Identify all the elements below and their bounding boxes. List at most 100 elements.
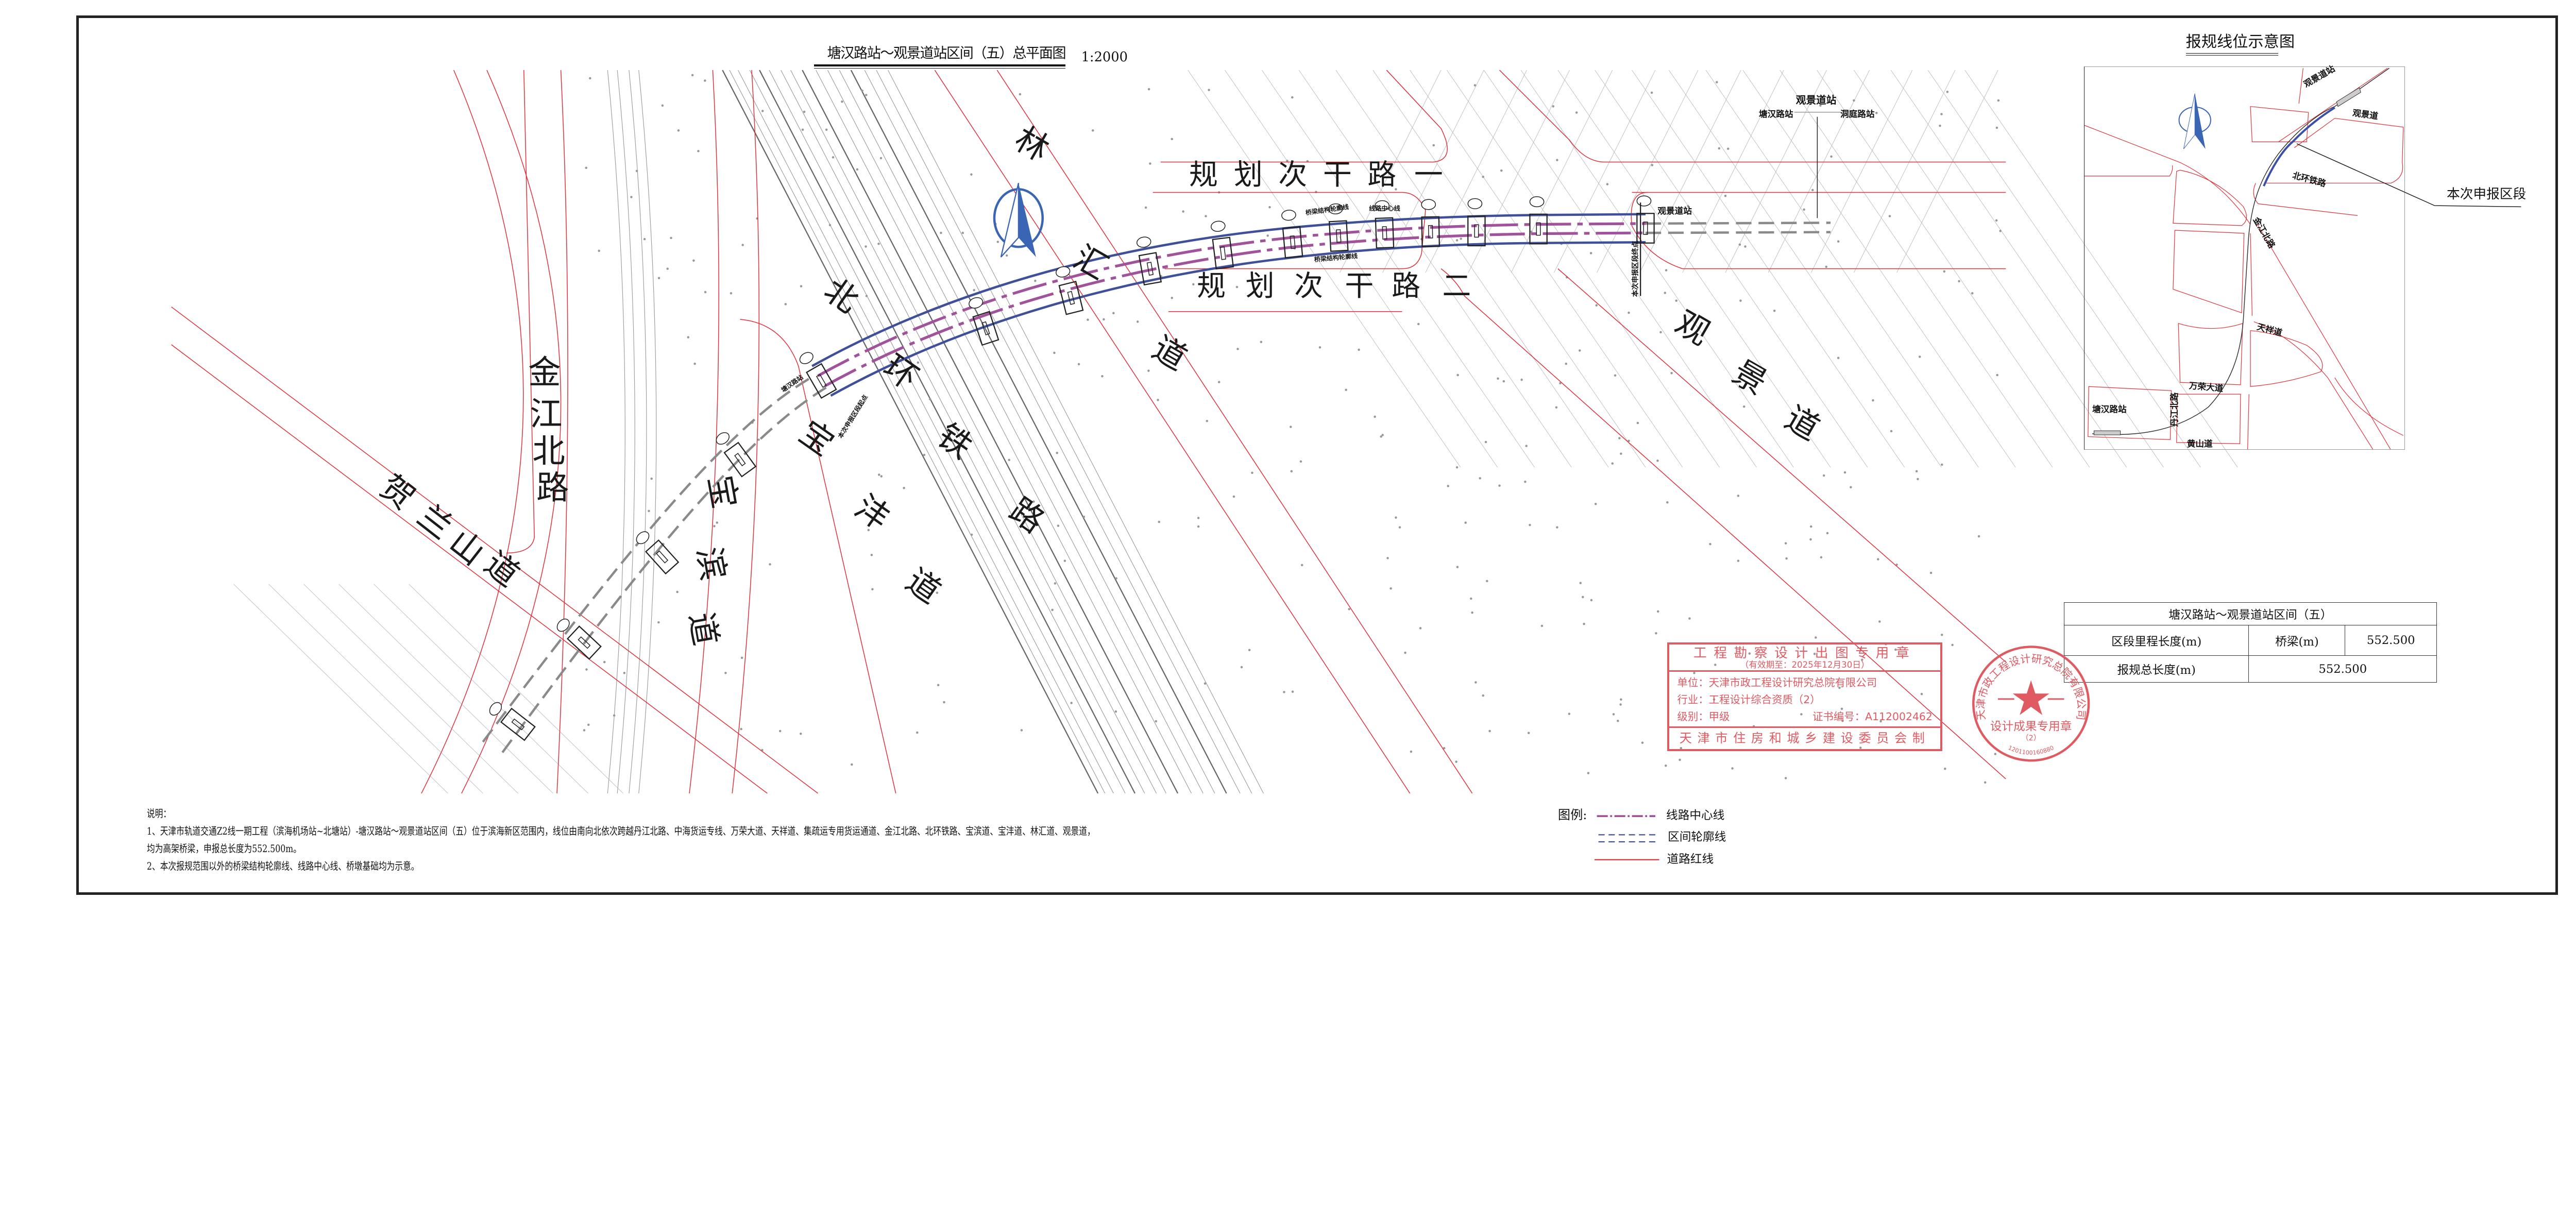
red-line-baobin-1 xyxy=(689,70,719,794)
parcel-line xyxy=(1335,70,1609,468)
tree-mark xyxy=(1575,111,1578,114)
tree-mark xyxy=(650,477,653,480)
parcel-line xyxy=(268,584,483,794)
pier-cap xyxy=(1636,213,1655,244)
tree-mark xyxy=(1552,105,1555,108)
tree-mark xyxy=(1594,502,1597,505)
tree-mark xyxy=(1374,415,1376,418)
tree-mark xyxy=(879,157,883,160)
inset-road xyxy=(2258,225,2391,450)
road-label-char: 划 xyxy=(1245,269,1275,303)
tree-mark xyxy=(1524,480,1527,483)
seal-cert: 证书编号：A112002462 xyxy=(1812,710,1933,723)
tree-mark xyxy=(1825,265,1828,268)
parcel-line xyxy=(1964,70,2238,468)
railway-line xyxy=(888,70,1264,794)
table-cell-value: 552.500 xyxy=(2248,655,2437,683)
tree-mark xyxy=(1619,703,1622,706)
inset-label: 丹江北路 xyxy=(2169,393,2179,427)
outside-track-west-b xyxy=(501,385,829,753)
station-label-guanjing: 观景道站 xyxy=(1795,94,1837,107)
tree-mark xyxy=(657,621,660,624)
station-label-tanghan: 塘汉路站 xyxy=(1758,109,1793,120)
tree-mark xyxy=(1475,681,1477,684)
bridge-pier xyxy=(1636,195,1655,244)
table-cell-type: 桥梁(m) xyxy=(2248,625,2346,656)
tree-mark xyxy=(1664,292,1667,294)
tree-mark xyxy=(996,241,999,243)
tree-mark xyxy=(1473,84,1477,87)
tree-mark xyxy=(1737,495,1740,497)
pier-number-tag xyxy=(969,297,984,309)
tree-mark xyxy=(1582,596,1584,599)
bridge-pier xyxy=(1210,220,1234,270)
tree-mark xyxy=(1803,208,1805,211)
tree-mark xyxy=(1455,760,1458,763)
pier-cap xyxy=(972,311,999,346)
tree-mark xyxy=(1386,557,1389,559)
parcel-line xyxy=(1372,70,1646,468)
tree-mark xyxy=(1291,96,1294,99)
tree-mark xyxy=(1656,460,1659,462)
tree-mark xyxy=(648,510,650,513)
tree-mark xyxy=(1800,713,1803,716)
tree-mark xyxy=(1748,652,1751,655)
tree-mark xyxy=(865,245,867,248)
north-arrow-icon xyxy=(993,183,1044,258)
inset-road xyxy=(2177,394,2241,444)
parcel-line xyxy=(1597,70,1699,273)
tree-mark xyxy=(1984,781,1987,784)
red-line-arc-west-1 xyxy=(421,70,524,794)
tree-mark xyxy=(583,729,586,732)
tree-mark xyxy=(1251,471,1253,474)
tree-mark xyxy=(1890,430,1893,433)
railway-line xyxy=(722,70,1099,794)
title-underline-thin xyxy=(814,67,1065,69)
inset-road xyxy=(2299,69,2303,104)
red-line-station-loop xyxy=(1631,192,2006,269)
tree-mark xyxy=(1157,399,1159,401)
tree-mark xyxy=(630,196,633,198)
tree-mark xyxy=(1861,658,1863,661)
pier-cap xyxy=(1282,226,1303,259)
seal-header: 工程勘察设计出图专用章 （有效期至：2025年12月30日） xyxy=(1669,644,1941,672)
tree-mark xyxy=(1670,371,1673,375)
pier-column xyxy=(981,321,990,335)
tree-mark xyxy=(1268,206,1271,209)
pier-column xyxy=(1428,225,1433,239)
title-underline xyxy=(814,64,1065,67)
tree-mark xyxy=(1404,651,1406,654)
track-curve-line xyxy=(617,70,635,793)
inset-north-arrow-icon xyxy=(2179,94,2211,149)
tree-mark xyxy=(1456,374,1459,377)
tree-mark xyxy=(1115,577,1117,580)
tree-mark xyxy=(1008,459,1010,462)
road-label-char: 路 xyxy=(1392,269,1421,303)
tree-mark xyxy=(1583,622,1585,625)
tree-mark xyxy=(1136,320,1139,323)
tree-mark xyxy=(730,292,733,295)
road-label-char: 次 xyxy=(1278,158,1308,192)
tree-mark xyxy=(1479,477,1481,480)
road-label-char: 江 xyxy=(530,395,563,433)
tree-mark xyxy=(1620,452,1622,455)
pier-cap xyxy=(500,707,536,741)
tree-mark xyxy=(603,660,606,664)
tree-mark xyxy=(1996,374,1998,377)
tree-mark xyxy=(1057,524,1060,527)
tree-mark xyxy=(870,553,873,556)
tree-mark xyxy=(1527,732,1530,735)
tree-mark xyxy=(778,729,782,733)
tree-mark xyxy=(740,656,743,659)
bridge-pier xyxy=(1375,200,1395,249)
bridge-pier xyxy=(556,618,602,660)
seal-industry: 行业：工程设计综合资质（2） xyxy=(1677,693,1821,706)
tree-mark xyxy=(1286,159,1289,162)
section-outline-north xyxy=(811,213,1646,367)
tree-mark xyxy=(1840,707,1843,710)
tree-mark xyxy=(784,303,787,306)
inset-road xyxy=(2250,233,2252,316)
tree-mark xyxy=(1628,311,1630,314)
tree-mark xyxy=(928,398,931,401)
tree-mark xyxy=(1053,351,1056,354)
